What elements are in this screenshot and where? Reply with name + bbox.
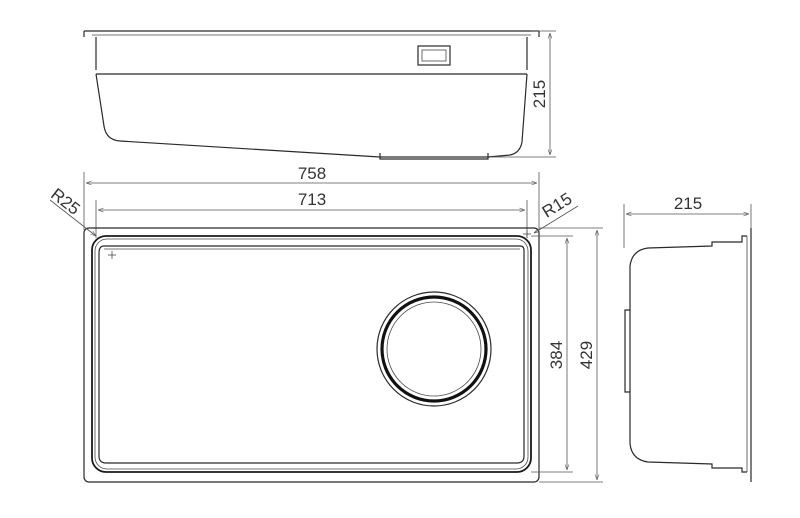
front-bowl-outline <box>95 73 528 158</box>
front-drain-outlet <box>379 153 489 160</box>
side-bowl-outline <box>629 235 747 473</box>
plan-outer-frame <box>83 227 540 483</box>
dim-713-label: 713 <box>298 190 326 209</box>
r25-label: R25 <box>47 185 83 219</box>
r15-leader <box>534 205 579 233</box>
front-elevation-view: 215 <box>83 30 556 160</box>
dim-758-label: 758 <box>298 164 326 183</box>
dim-429-label: 429 <box>577 341 596 369</box>
side-drain-outlet <box>624 309 630 393</box>
overflow-slot-inner <box>421 49 447 62</box>
overflow-slot-outer <box>417 45 451 66</box>
dim-215-vertical-label: 215 <box>530 80 549 108</box>
r15-label: R15 <box>539 189 576 222</box>
plan-view: 758 713 R25 R15 384 429 <box>47 164 603 483</box>
drain-outer-ring <box>376 291 492 407</box>
dim-215-side-label: 215 <box>674 194 702 213</box>
plan-bowl-floor <box>98 245 525 464</box>
drain-ring <box>380 295 488 403</box>
side-elevation-view: 215 <box>623 194 752 482</box>
drain-inner <box>386 301 482 397</box>
r25-leader <box>49 199 96 236</box>
dim-384-label: 384 <box>547 341 566 369</box>
plan-bowl-edge <box>94 238 529 470</box>
plan-bowl-rim <box>91 235 532 473</box>
